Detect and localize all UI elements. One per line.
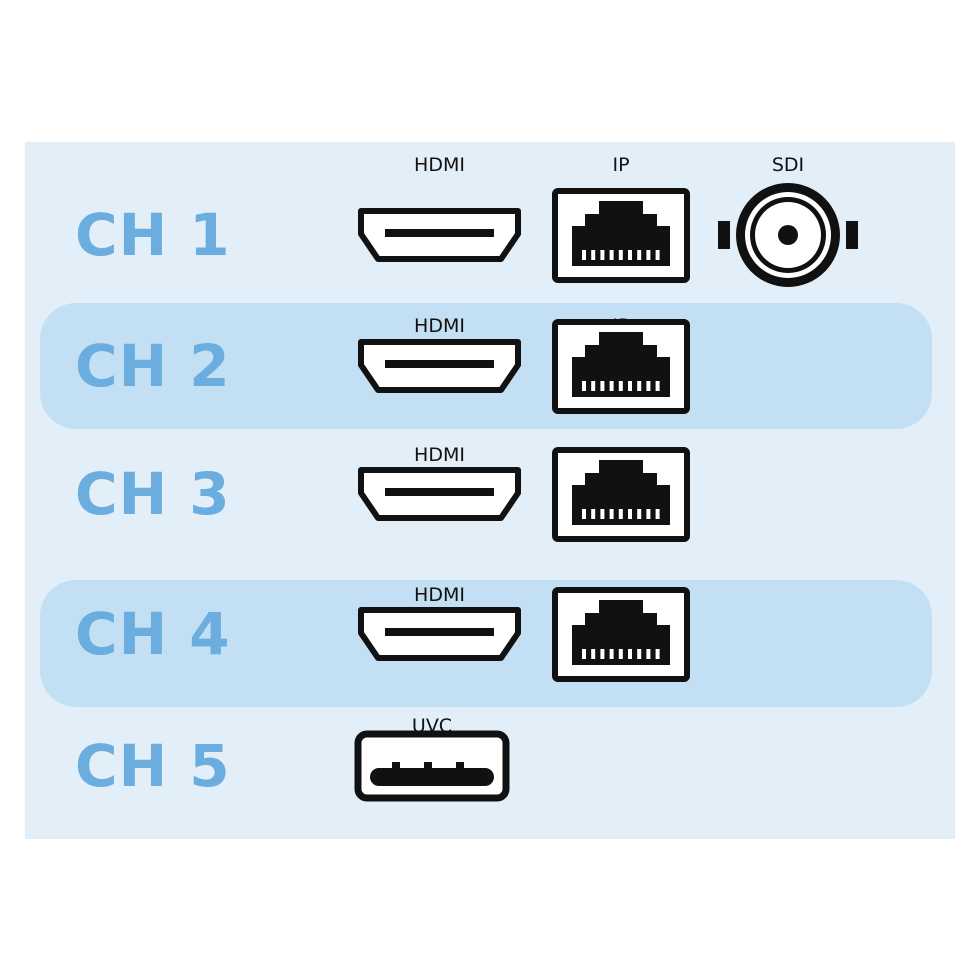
- port-label-hdmi: HDMI: [414, 154, 465, 176]
- ethernet-port-icon: [552, 446, 690, 542]
- port-label-hdmi: HDMI: [414, 444, 465, 466]
- channel-label: CH 5: [75, 732, 231, 800]
- channel-label: CH 2: [75, 332, 231, 400]
- port-label-hdmi: HDMI: [414, 315, 465, 337]
- channel-label: CH 4: [75, 600, 231, 668]
- hdmi-port-icon: [358, 339, 521, 393]
- usb-port-icon: [354, 730, 510, 802]
- port-label-sdi: SDI: [771, 154, 805, 176]
- hdmi-port-icon: [358, 208, 521, 262]
- port-label-hdmi: HDMI: [414, 584, 465, 606]
- hdmi-port-icon: [358, 467, 521, 521]
- channel-label: CH 1: [75, 201, 231, 269]
- ethernet-port-icon: [552, 318, 690, 414]
- ethernet-port-icon: [552, 586, 690, 682]
- bnc-connector-icon: [718, 183, 858, 287]
- hdmi-port-icon: [358, 607, 521, 661]
- ethernet-port-icon: [552, 187, 690, 283]
- port-label-ip: IP: [612, 154, 630, 176]
- channel-label: CH 3: [75, 460, 231, 528]
